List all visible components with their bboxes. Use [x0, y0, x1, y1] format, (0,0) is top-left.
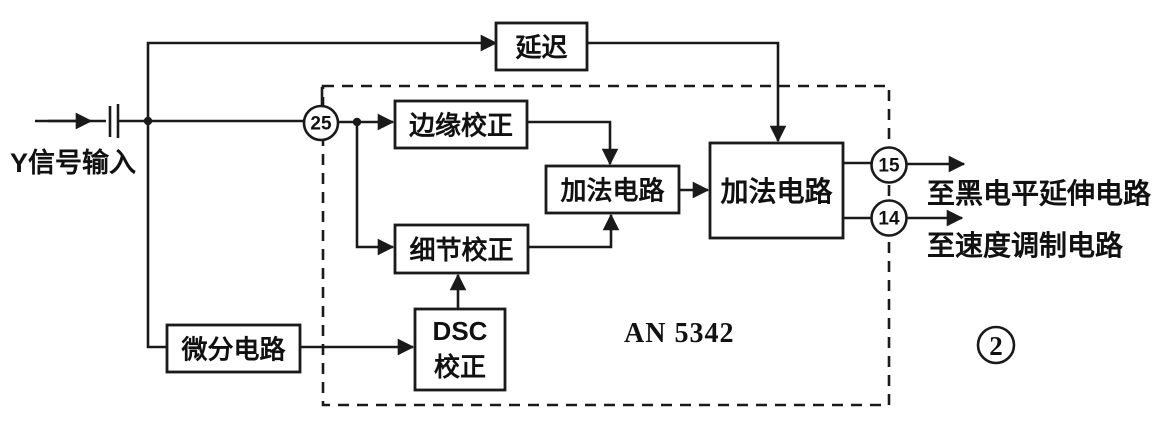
wire-edge-to-adder — [527, 120, 619, 166]
figure-number-badge: 2 — [976, 325, 1016, 365]
pin-14-label: 14 — [878, 209, 900, 230]
block-adder-large: 加法电路 — [708, 141, 845, 240]
ic-dashed-boundary — [321, 84, 891, 407]
capacitor-icon — [108, 104, 120, 138]
block-edge-correction-label: 边缘校正 — [409, 111, 513, 141]
block-edge-correction: 边缘校正 — [393, 99, 529, 150]
wire-detail-to-adder — [528, 213, 620, 249]
wire-to-differentiator — [146, 121, 167, 349]
wire-delay-to-adder — [587, 41, 787, 143]
block-delay-label: 延迟 — [514, 33, 567, 63]
output-velocity-mod-label: 至速度调制电路 — [927, 230, 1124, 261]
block-detail-correction: 细节校正 — [393, 223, 530, 275]
block-differentiator: 微分电路 — [165, 323, 302, 374]
pin-14: 14 — [870, 199, 908, 237]
block-dsc-line2: 校正 — [434, 352, 486, 382]
output-black-level-label: 至黑电平延伸电路 — [927, 178, 1152, 209]
block-detail-correction-label: 细节校正 — [409, 235, 513, 265]
pin-15: 15 — [870, 146, 908, 184]
wire-to-detail-correction — [355, 122, 395, 256]
ic-part-number-label: AN 5342 — [624, 318, 734, 349]
block-adder-small-label: 加法电路 — [560, 176, 665, 206]
wire-to-delay — [146, 34, 498, 121]
pin-25-label: 25 — [310, 114, 332, 135]
pin-15-label: 15 — [878, 156, 900, 177]
block-delay: 延迟 — [494, 21, 589, 72]
block-adder-large-label: 加法电路 — [720, 176, 833, 207]
figure-number-label: 2 — [989, 331, 1003, 361]
pin-25: 25 — [302, 104, 340, 142]
input-signal-label: Y信号输入 — [10, 147, 136, 178]
block-dsc-line1: DSC — [433, 316, 488, 346]
block-adder-small: 加法电路 — [544, 164, 681, 215]
block-differentiator-label: 微分电路 — [180, 335, 286, 365]
block-dsc-correction: DSC 校正 — [413, 307, 507, 392]
